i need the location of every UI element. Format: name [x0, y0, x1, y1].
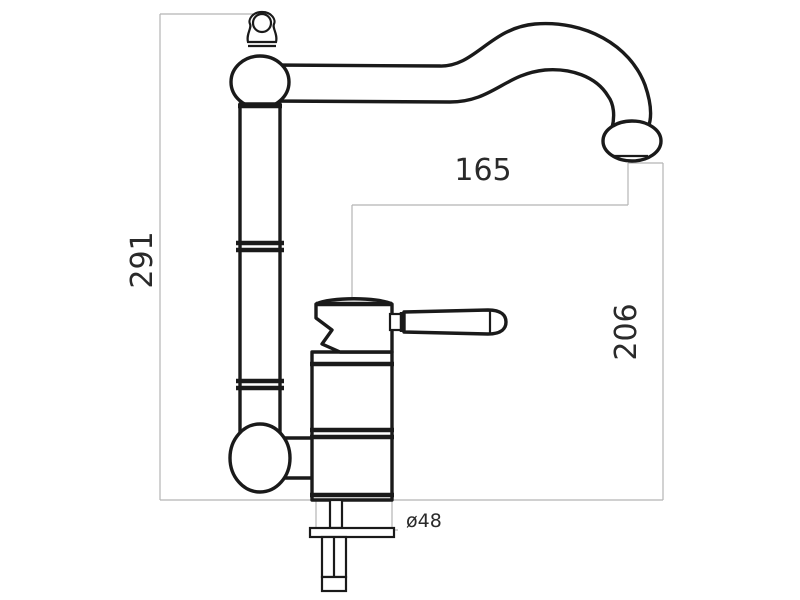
- lever-head: [314, 297, 394, 354]
- upper-ball-joint: [229, 54, 291, 110]
- vertical-column: [238, 102, 282, 436]
- dimension-lines: [159, 13, 664, 534]
- top-finial: [246, 10, 278, 48]
- lever-handle: [388, 308, 508, 336]
- dim-label-291: 291: [125, 231, 160, 288]
- spout-aerator: [601, 119, 663, 163]
- mixer-body: [310, 350, 394, 502]
- finial-knob: [251, 12, 273, 34]
- dim-label-diameter-48: ø48: [406, 510, 442, 532]
- spout-pipe: [268, 21, 653, 130]
- dim-label-206: 206: [609, 303, 644, 360]
- mounting-shank: [308, 498, 396, 593]
- dim-label-165: 165: [454, 153, 511, 188]
- lower-ball-joint: [228, 422, 292, 494]
